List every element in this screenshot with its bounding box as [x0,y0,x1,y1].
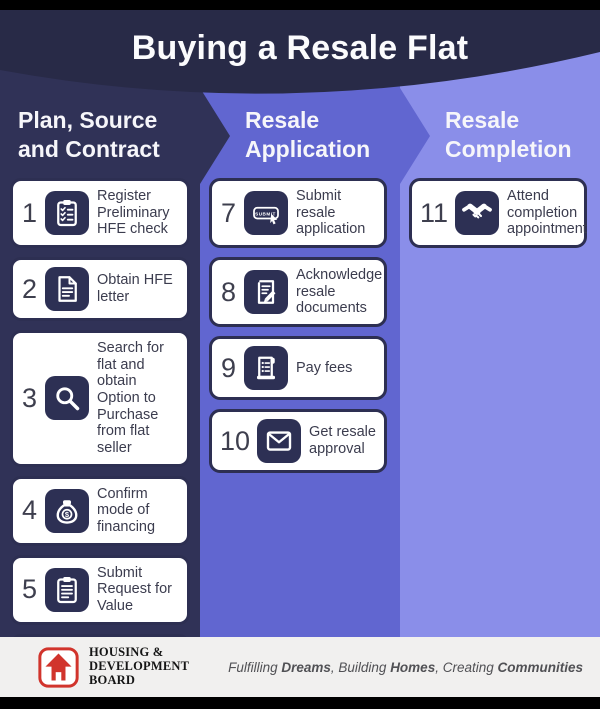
step-card-8: 8 Acknowledge resale documents [209,257,387,328]
page-title: Buying a Resale Flat [131,28,469,67]
tagline-segment: , Creating [435,659,498,675]
svg-text:SUBMIT: SUBMIT [255,211,276,216]
column-title: Plan, Source and Contract [18,107,160,162]
step-card-11: 11 Attend completion appointment [409,178,587,249]
document-pen-icon [244,270,288,315]
step-card-3: 3 Search for flat and obtain Option to Pu… [10,330,190,467]
step-number: 7 [220,197,237,228]
step-number: 11 [420,197,449,228]
step-number: 5 [21,574,38,605]
hdb-logo-icon [38,646,79,688]
logo-line: BOARD [89,672,136,687]
step-number: 10 [220,425,251,456]
step-label: Get resale approval [309,424,376,458]
tagline-segment: Homes [390,659,436,675]
step-card-2: 2 Obtain HFE letter [10,257,190,322]
tagline-segment: Fulfilling [228,659,282,675]
column-title: Resale Application [245,107,371,162]
logo-line: HOUSING & [89,645,164,660]
step-label: Attend completion appointment [507,188,587,238]
column-plan-source-contract: Plan, Source and Contract 1 Register Prel… [0,10,200,709]
money-bag-icon: $ [45,488,89,533]
svg-text:$: $ [65,509,70,518]
chevron-arrow-1 [200,88,230,184]
step-number: 1 [21,197,38,228]
step-label: Obtain HFE letter [97,272,173,306]
chevron-arrow-2 [400,88,430,184]
footer: HOUSING & DEVELOPMENT BOARD Fulfilling D… [0,637,600,697]
step-card-4: 4 $ Confirm mode of financing [10,475,190,546]
clipboard-lines-icon [45,567,89,612]
receipt-icon [244,346,288,391]
steps-list: 1 Register Preliminary HFE check 2 Obtain H… [10,178,190,709]
column-resale-application: Resale Application 7 SUBMIT Submit resale … [200,10,400,637]
step-label: Register Preliminary HFE check [97,188,170,238]
step-label: Submit Request for Value [97,564,172,615]
steps-list: 11 Attend completion appointment [409,178,587,249]
tagline: Fulfilling Dreams, Building Homes, Creat… [228,660,583,675]
bottom-black-bar [0,697,600,709]
step-number: 3 [21,382,38,413]
step-number: 4 [21,495,38,526]
step-label: Acknowledge resale documents [296,267,383,317]
step-card-9: 9 Pay fees [209,336,387,401]
clipboard-check-icon [45,191,89,235]
logo-line: DEVELOPMENT [89,659,190,674]
tagline-segment: Communities [497,659,583,675]
step-label: Confirm mode of financing [97,485,156,536]
column-title: Resale Completion [445,107,572,162]
mail-closed-icon [257,419,302,464]
submit-button-icon: SUBMIT [244,191,288,235]
step-card-10: 10 Get resale approval [209,409,387,474]
hdb-logo-text: HOUSING & DEVELOPMENT BOARD [89,646,189,687]
step-card-7: 7 SUBMIT Submit resale application [209,178,387,249]
top-black-bar [0,0,600,10]
process-columns: Plan, Source and Contract 1 Register Prel… [0,10,600,709]
step-number: 8 [220,276,237,307]
steps-list: 7 SUBMIT Submit resale application 8 Acknowl… [209,178,387,474]
step-card-1: 1 Register Preliminary HFE check [10,178,190,249]
search-icon [45,376,89,421]
step-label: Submit resale application [296,188,366,238]
step-label: Search for flat and obtain Option to Pur… [97,340,164,457]
tagline-segment: Dreams [281,659,331,675]
handshake-icon [455,191,500,235]
document-icon [45,267,89,312]
step-card-5: 5 Submit Request for Value [10,554,190,625]
tagline-segment: , Building [330,659,391,675]
step-number: 9 [220,352,237,383]
column-resale-completion: Resale Completion 11 Attend completion ap… [400,10,600,637]
step-number: 2 [21,273,38,304]
step-label: Pay fees [296,359,353,376]
